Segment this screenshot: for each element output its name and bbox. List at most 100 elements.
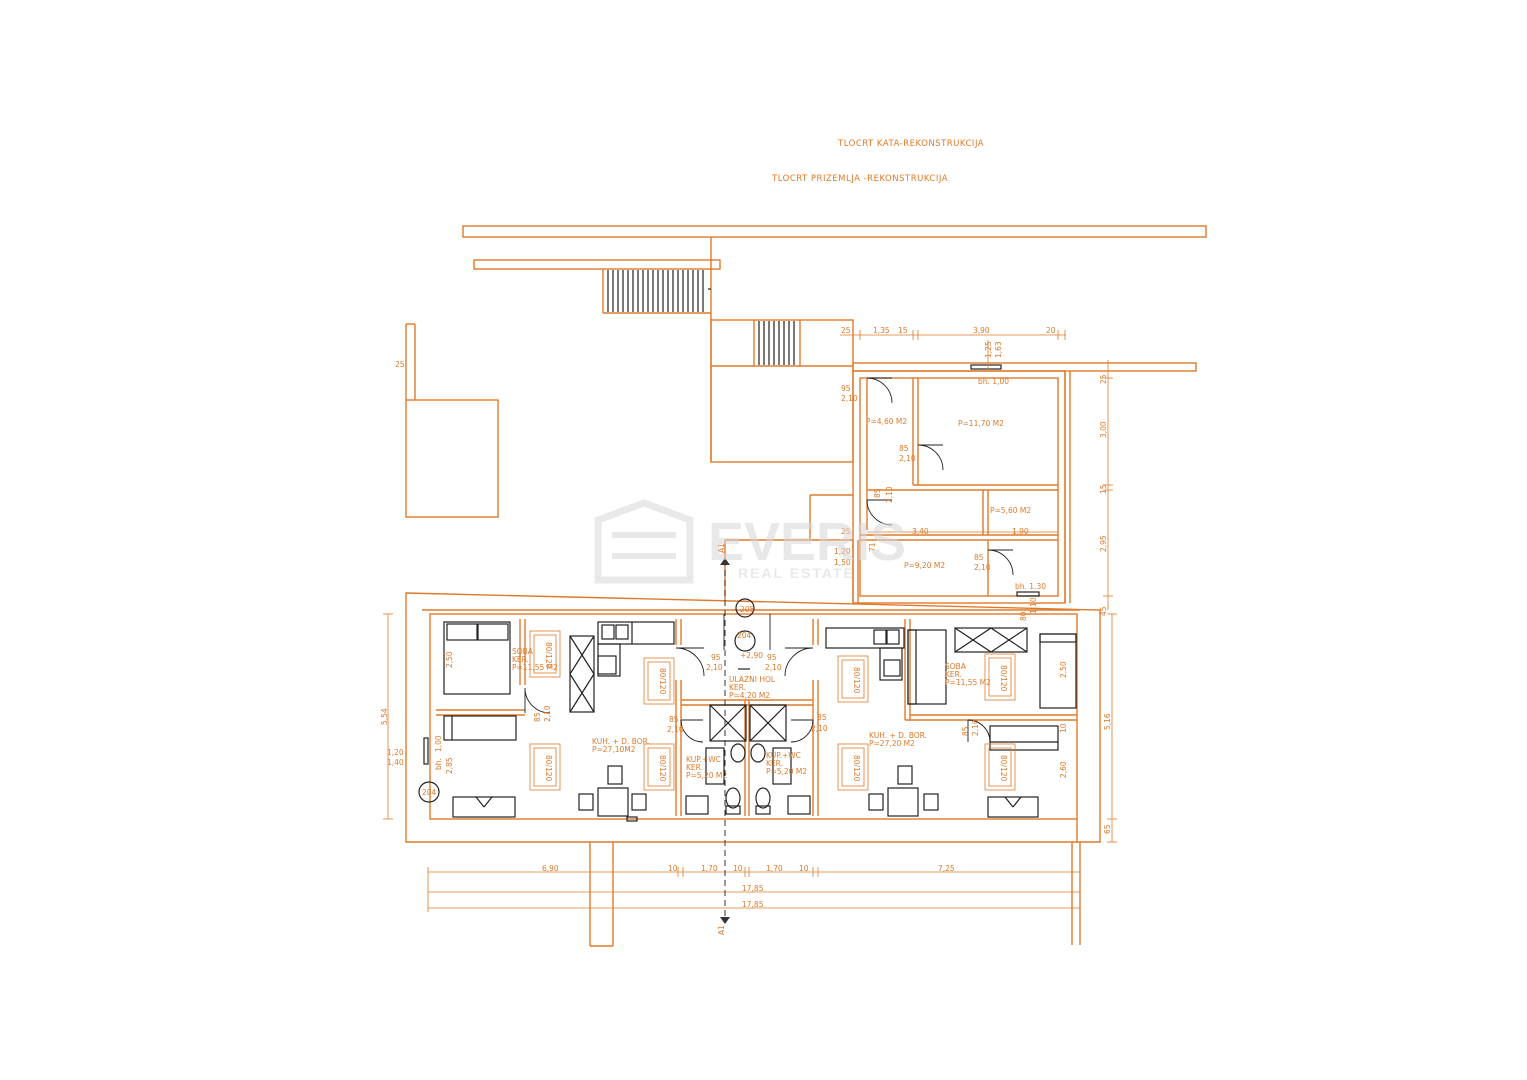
svg-text:2,10: 2,10 (706, 663, 723, 672)
total-width-1: 17,85 (742, 884, 764, 893)
svg-text:1,20: 1,20 (834, 547, 851, 556)
top-slab (462, 225, 1207, 238)
svg-text:3,00: 3,00 (1099, 421, 1108, 438)
svg-text:1,63: 1,63 (994, 341, 1003, 358)
svg-text:2,10: 2,10 (841, 394, 858, 403)
title-ground-floor: TLOCRT PRIZEMLJA -REKONSTRUKCIJA (771, 174, 948, 184)
svg-text:20: 20 (1046, 326, 1056, 335)
svg-text:204: 204 (737, 631, 752, 640)
watermark-brand: EVERIS (708, 512, 906, 572)
svg-text:P=11,55 M2: P=11,55 M2 (945, 678, 991, 687)
ground-floor-plan: 80/120 80/120 80/120 80/120 80/120 80/12… (380, 543, 1117, 947)
left-annex (405, 399, 499, 518)
svg-text:85: 85 (533, 712, 542, 722)
svg-text:5,16: 5,16 (1103, 713, 1112, 730)
svg-text:bh.: bh. (434, 758, 443, 770)
svg-text:85: 85 (669, 715, 679, 724)
svg-text:80/120: 80/120 (658, 668, 667, 695)
bathroom-furniture (685, 704, 811, 815)
svg-text:95: 95 (841, 384, 851, 393)
svg-text:2,10: 2,10 (543, 705, 552, 722)
svg-text:1,00: 1,00 (434, 735, 443, 752)
small-stair (753, 320, 801, 366)
svg-text:80/120: 80/120 (544, 755, 553, 782)
entry-level: +2,90 (740, 651, 763, 660)
right-bedroom-name: SOBA (945, 662, 967, 671)
svg-text:80/120: 80/120 (852, 667, 861, 694)
svg-text:P=27,10M2: P=27,10M2 (592, 745, 636, 754)
right-kitchen-furniture (825, 627, 1039, 818)
svg-text:P=27,20 M2: P=27,20 M2 (869, 739, 915, 748)
svg-text:80/120: 80/120 (852, 755, 861, 782)
svg-text:P=4,20 M2: P=4,20 M2 (729, 691, 770, 700)
room-area-large: P=11,70 M2 (958, 419, 1004, 428)
right-bath-name: KUP.+WC (766, 751, 801, 760)
svg-text:1,50: 1,50 (834, 558, 851, 567)
svg-text:95: 95 (767, 653, 777, 662)
svg-text:2,60: 2,60 (1059, 761, 1068, 778)
svg-text:10: 10 (799, 864, 809, 873)
svg-text:KER.: KER. (766, 759, 783, 768)
svg-text:25: 25 (1099, 374, 1108, 384)
svg-text:2,10: 2,10 (811, 724, 828, 733)
svg-text:85: 85 (817, 713, 827, 722)
svg-text:1,25: 1,25 (984, 341, 993, 358)
svg-text:80/120: 80/120 (999, 665, 1008, 692)
svg-text:bh. 1,00: bh. 1,00 (978, 377, 1009, 386)
watermark-subtitle: REAL ESTATE (738, 565, 855, 581)
upper-floor-plan: 25 P=4,60 M2 P=11,70 M2 P=5,60 M2 P=9,20… (395, 225, 1207, 621)
svg-text:2,10: 2,10 (899, 454, 916, 463)
entrance-hall-name: ULAZNI HOL (729, 675, 776, 684)
section-marker-top: A1 (717, 543, 726, 553)
svg-text:2,50: 2,50 (445, 651, 454, 668)
svg-text:2,10: 2,10 (667, 725, 684, 734)
svg-text:85: 85 (899, 444, 909, 453)
right-bedroom-furniture (907, 627, 1077, 751)
svg-text:2,85: 2,85 (445, 757, 454, 774)
svg-text:2,10: 2,10 (974, 563, 991, 572)
svg-text:2,10: 2,10 (971, 719, 980, 736)
svg-text:10: 10 (1059, 723, 1068, 733)
left-bath-name: KUP.+WC (686, 755, 721, 764)
svg-text:3,40: 3,40 (912, 527, 929, 536)
right-kitchen-name: KUH. + D. BOR. (869, 731, 927, 740)
svg-text:15: 15 (898, 326, 908, 335)
svg-text:80/120: 80/120 (999, 755, 1008, 782)
svg-text:KER.: KER. (686, 763, 703, 772)
svg-text:25: 25 (841, 527, 851, 536)
svg-text:1,40: 1,40 (387, 758, 404, 767)
left-kitchen-furniture (452, 621, 675, 818)
svg-text:2,50: 2,50 (1059, 661, 1068, 678)
title-upper-floor: TLOCRT KATA-REKONSTRUKCIJA (837, 139, 984, 149)
upper-stair (602, 269, 711, 314)
svg-text:KER.: KER. (729, 683, 746, 692)
svg-text:KER.: KER. (512, 655, 529, 664)
svg-text:7,25: 7,25 (938, 864, 955, 873)
svg-text:2,10: 2,10 (765, 663, 782, 672)
svg-text:205: 205 (740, 605, 755, 614)
watermark: EVERIS REAL ESTATE (594, 499, 906, 584)
second-slab (473, 259, 721, 270)
svg-text:6,90: 6,90 (542, 864, 559, 873)
svg-text:25: 25 (841, 326, 851, 335)
room-area-small: P=5,60 M2 (990, 506, 1031, 515)
left-bedroom-furniture (443, 621, 595, 741)
svg-text:P=5,20 M2: P=5,20 M2 (686, 771, 727, 780)
svg-text:80/120: 80/120 (544, 642, 553, 669)
svg-text:80/120: 80/120 (658, 755, 667, 782)
svg-text:85: 85 (961, 726, 970, 736)
svg-text:45: 45 (1099, 606, 1108, 616)
svg-text:1,70: 1,70 (766, 864, 783, 873)
svg-text:65: 65 (1103, 824, 1112, 834)
svg-text:3,90: 3,90 (973, 326, 990, 335)
room-area-hall: P=4,60 M2 (866, 417, 907, 426)
svg-text:1,35: 1,35 (873, 326, 890, 335)
svg-text:15: 15 (1099, 484, 1108, 494)
left-kitchen-name: KUH. + D. BOR. (592, 737, 650, 746)
svg-text:P=5,20 M2: P=5,20 M2 (766, 767, 807, 776)
total-width-2: 17,85 (742, 900, 764, 909)
svg-text:1,90: 1,90 (1012, 527, 1029, 536)
terrace (710, 319, 854, 463)
level-marker-204 (418, 781, 440, 803)
